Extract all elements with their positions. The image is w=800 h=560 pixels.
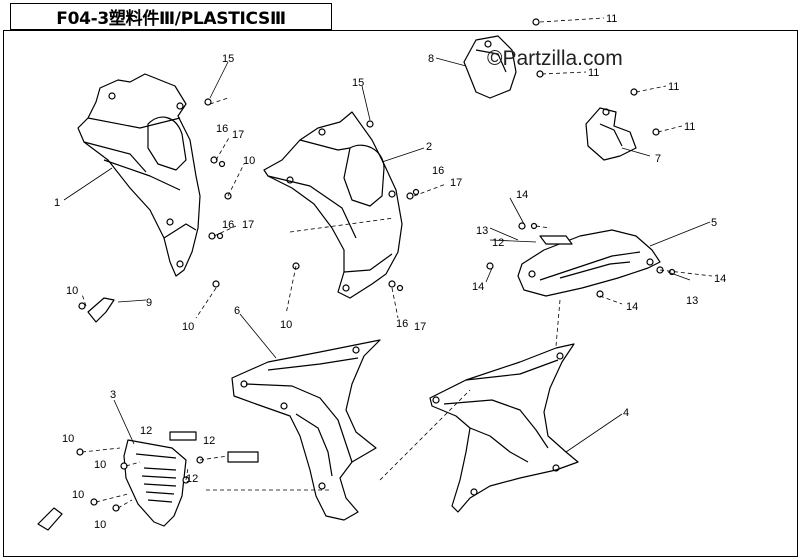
callout-11a: 11 xyxy=(606,13,617,25)
callout-12b: 12 xyxy=(203,435,215,447)
callout-10d: 10 xyxy=(280,319,292,331)
part-8-bracket xyxy=(463,35,517,99)
callout-10g: 10 xyxy=(72,489,84,501)
part-5-rear-panel xyxy=(517,229,661,297)
part-9-small-bracket xyxy=(87,297,115,323)
part-1-left-side-cover xyxy=(77,73,201,277)
callout-14c: 14 xyxy=(626,301,638,313)
callout-6: 6 xyxy=(234,305,240,317)
callout-10f: 10 xyxy=(94,459,106,471)
callout-17b: 17 xyxy=(242,219,254,231)
part-3-grille-panel xyxy=(123,439,187,527)
callout-9: 9 xyxy=(146,297,152,309)
callout-8: 8 xyxy=(428,53,434,65)
callout-15b: 15 xyxy=(352,77,364,89)
edge-clip xyxy=(37,507,63,531)
callout-16b: 16 xyxy=(222,219,234,231)
callout-10h: 10 xyxy=(94,519,106,531)
callout-17d: 17 xyxy=(414,321,426,333)
callout-11c: 11 xyxy=(668,81,679,93)
callout-14d: 14 xyxy=(714,273,726,285)
callout-12a: 12 xyxy=(140,425,152,437)
callout-16d: 16 xyxy=(396,318,408,330)
part-12-clips xyxy=(169,235,573,463)
callout-10c: 10 xyxy=(182,321,194,333)
callout-14a: 14 xyxy=(516,189,528,201)
part-4-lower-right-fairing xyxy=(429,343,579,513)
fastener-screws xyxy=(76,18,676,512)
callout-15a: 15 xyxy=(222,53,234,65)
page-title: F04-3塑料件Ⅲ/PLASTICSⅢ xyxy=(10,3,332,30)
callout-4: 4 xyxy=(623,407,629,419)
callout-11d: 11 xyxy=(684,121,695,133)
callout-10a: 10 xyxy=(243,155,255,167)
callout-16c: 16 xyxy=(432,165,444,177)
callout-17a: 17 xyxy=(232,129,244,141)
callout-1: 1 xyxy=(54,197,60,209)
callout-labels: 1 2 3 4 5 6 7 8 9 10 10 10 10 10 10 10 1… xyxy=(54,13,726,531)
copyright-icon: © xyxy=(487,47,503,70)
callout-10e: 10 xyxy=(62,433,74,445)
diagram-frame xyxy=(3,30,798,557)
callout-3: 3 xyxy=(110,389,116,401)
part-6-lower-left-fairing xyxy=(231,339,381,521)
callout-7: 7 xyxy=(655,153,661,165)
callout-16a: 16 xyxy=(216,123,228,135)
callout-17c: 17 xyxy=(450,177,462,189)
callout-13b: 13 xyxy=(686,295,698,307)
callout-10b: 10 xyxy=(66,285,78,297)
part-2-right-side-cover xyxy=(263,111,403,299)
callout-13a: 13 xyxy=(476,225,488,237)
callout-12c: 12 xyxy=(186,473,198,485)
callout-5: 5 xyxy=(711,217,717,229)
watermark-text: Partzilla.com xyxy=(502,47,623,70)
part-7-bracket xyxy=(585,107,637,161)
watermark: ©Partzilla.com xyxy=(487,47,623,71)
callout-2: 2 xyxy=(426,141,432,153)
callout-14b: 14 xyxy=(472,281,484,293)
callout-11b: 11 xyxy=(588,67,599,79)
callout-12d: 12 xyxy=(492,237,504,249)
